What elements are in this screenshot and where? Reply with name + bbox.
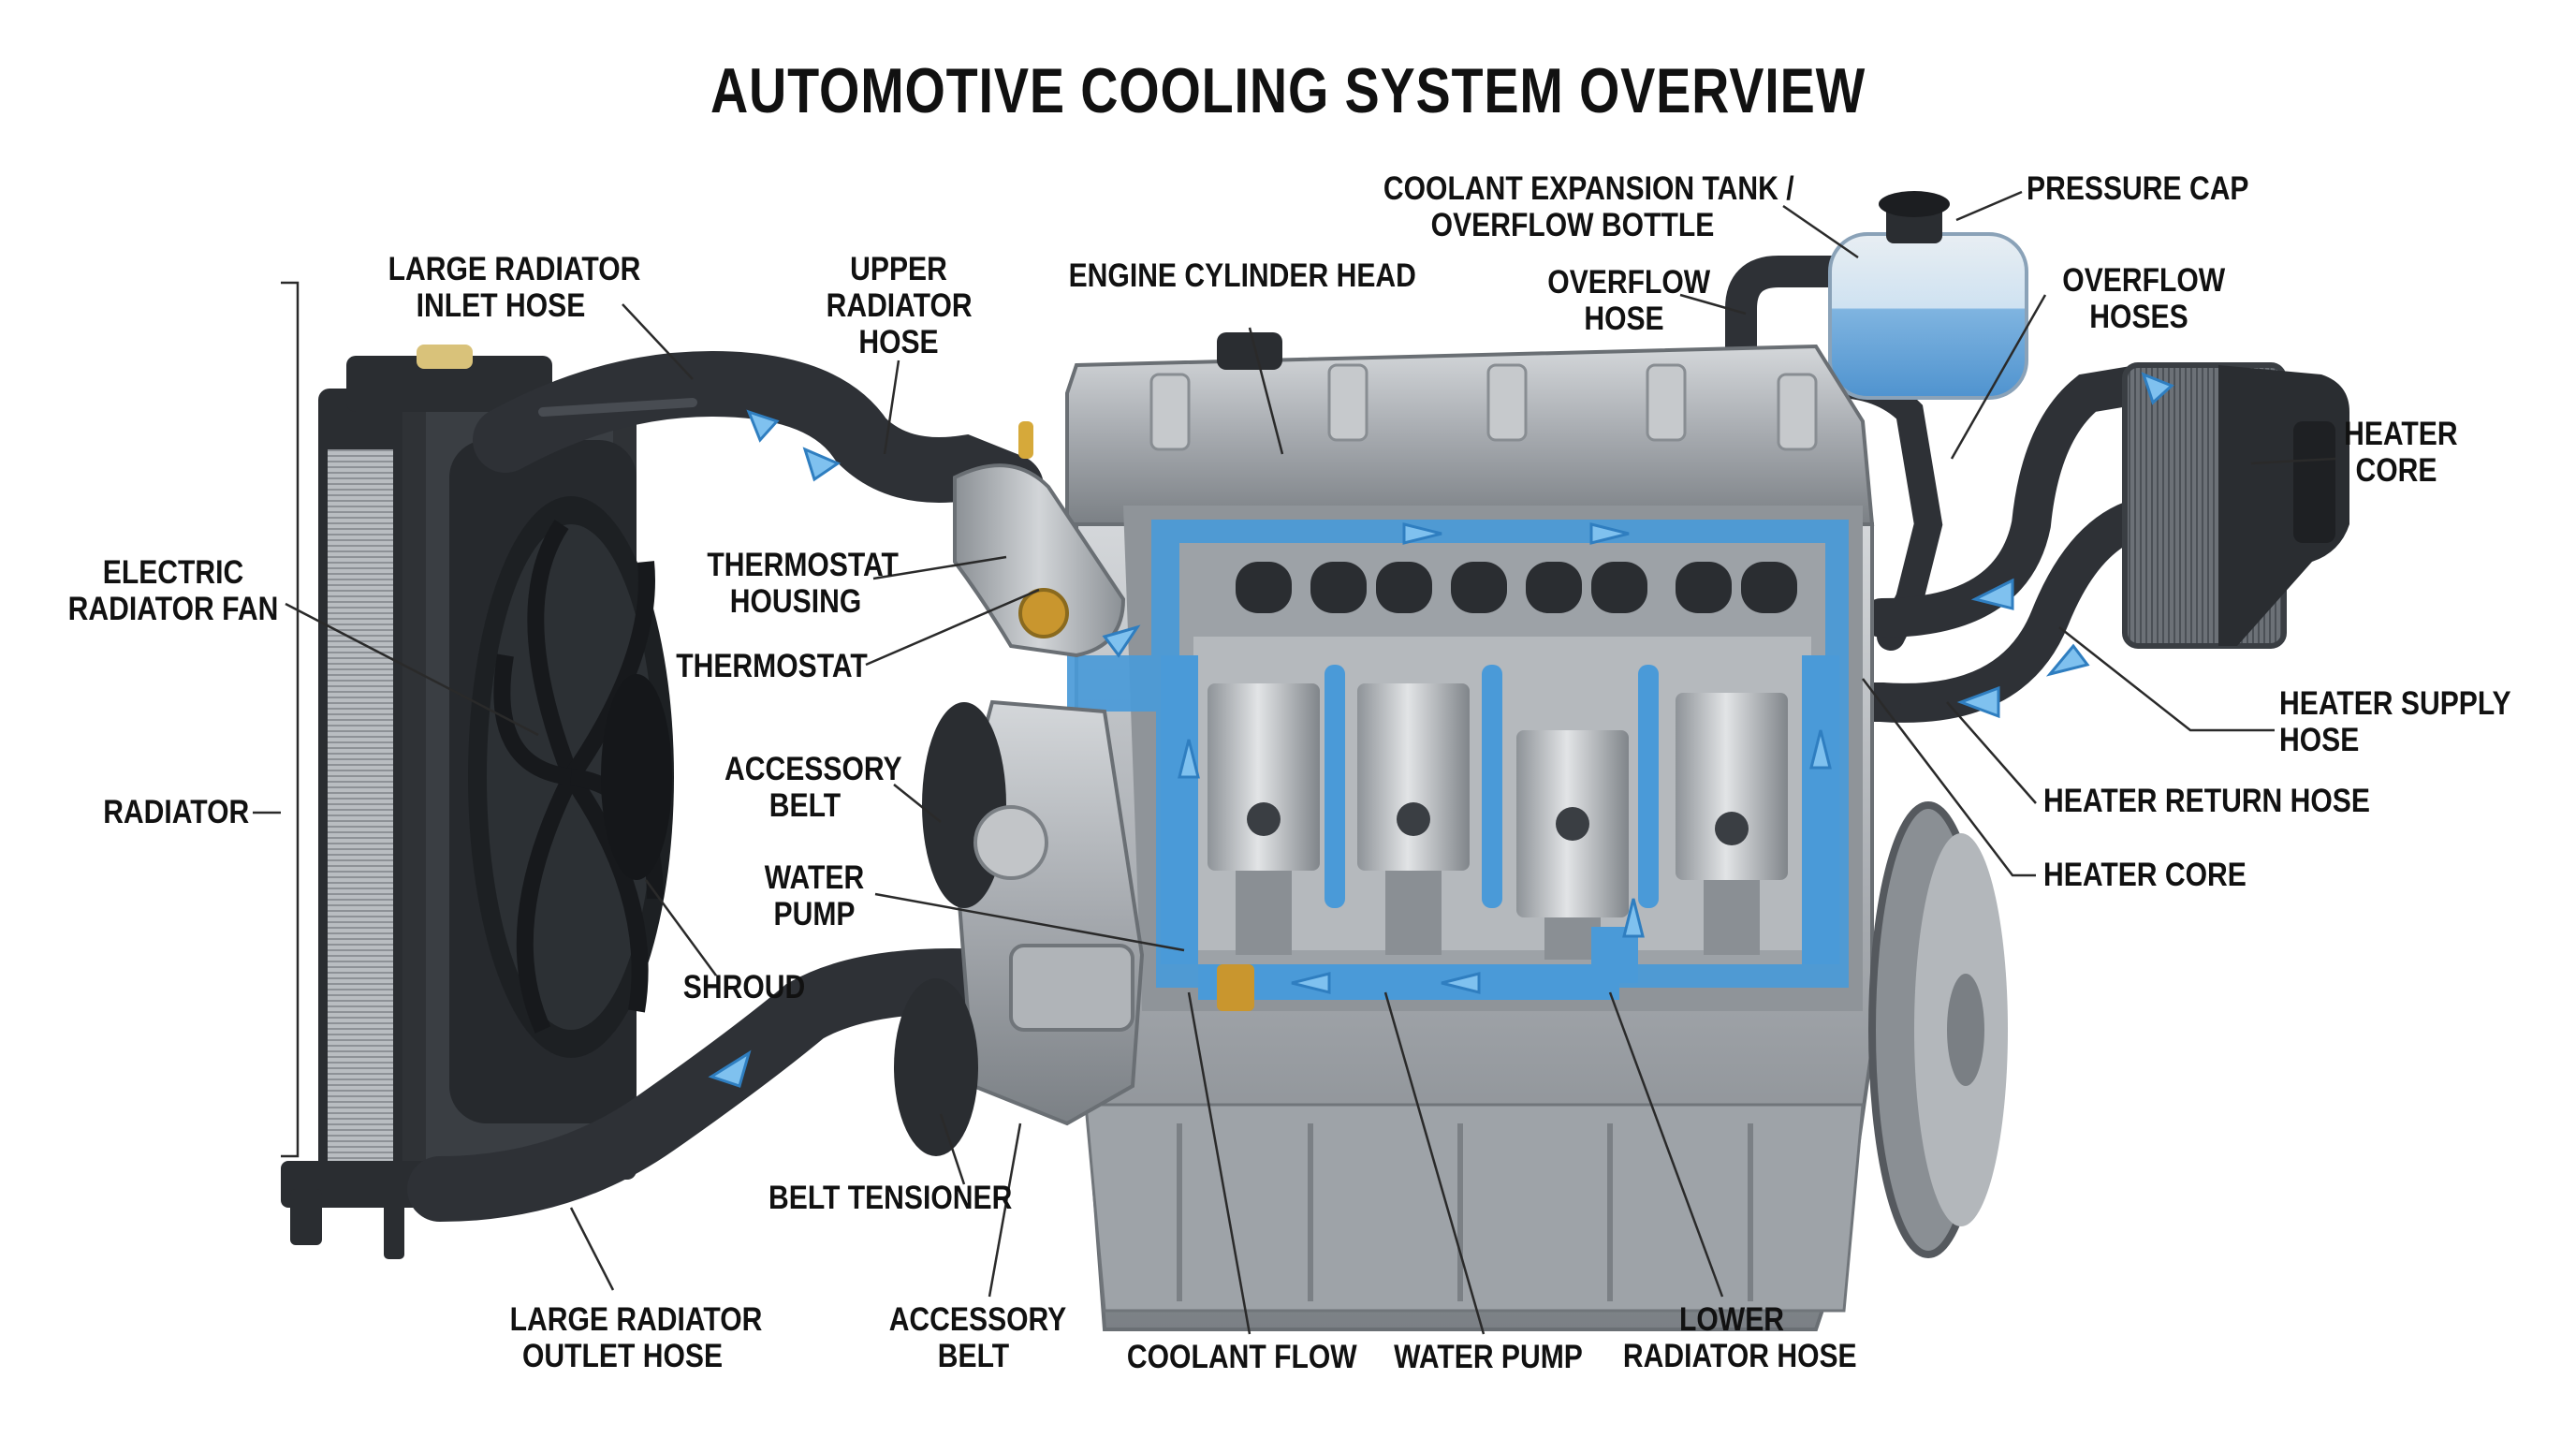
diagram-title: AUTOMOTIVE COOLING SYSTEM OVERVIEW <box>710 55 1866 126</box>
expansion-tank <box>1828 191 2028 400</box>
label-belt-tensioner: BELT TENSIONER <box>768 1180 1013 1216</box>
label-heater-core-lower: HEATER CORE <box>2043 857 2247 893</box>
coolant-flow-arrows <box>708 372 2174 1088</box>
label-coolant-expansion-tank: COOLANT EXPANSION TANK /OVERFLOW BOTTLE <box>1383 170 1794 243</box>
leader-lines <box>253 190 2336 1335</box>
flywheel <box>1868 801 2008 1258</box>
label-coolant-flow: COOLANT FLOW <box>1126 1339 1357 1375</box>
fan-shroud <box>449 440 674 1123</box>
label-radiator: RADIATOR <box>103 794 250 830</box>
water-pump <box>894 699 1254 1156</box>
label-engine-cylinder-head: ENGINE CYLINDER HEAD <box>1068 257 1416 294</box>
pistons <box>1208 683 1788 960</box>
lower-coolant-gallery <box>1198 927 1638 1000</box>
label-shroud: SHROUD <box>682 969 806 1005</box>
label-water-pump-lower: WATER PUMP <box>1394 1339 1583 1375</box>
label-heater-return-hose: HEATER RETURN HOSE <box>2043 783 2370 819</box>
label-thermostat: THERMOSTAT <box>676 648 868 684</box>
label-pressure-cap: PRESSURE CAP <box>2027 170 2249 207</box>
heater-core <box>2122 362 2349 649</box>
